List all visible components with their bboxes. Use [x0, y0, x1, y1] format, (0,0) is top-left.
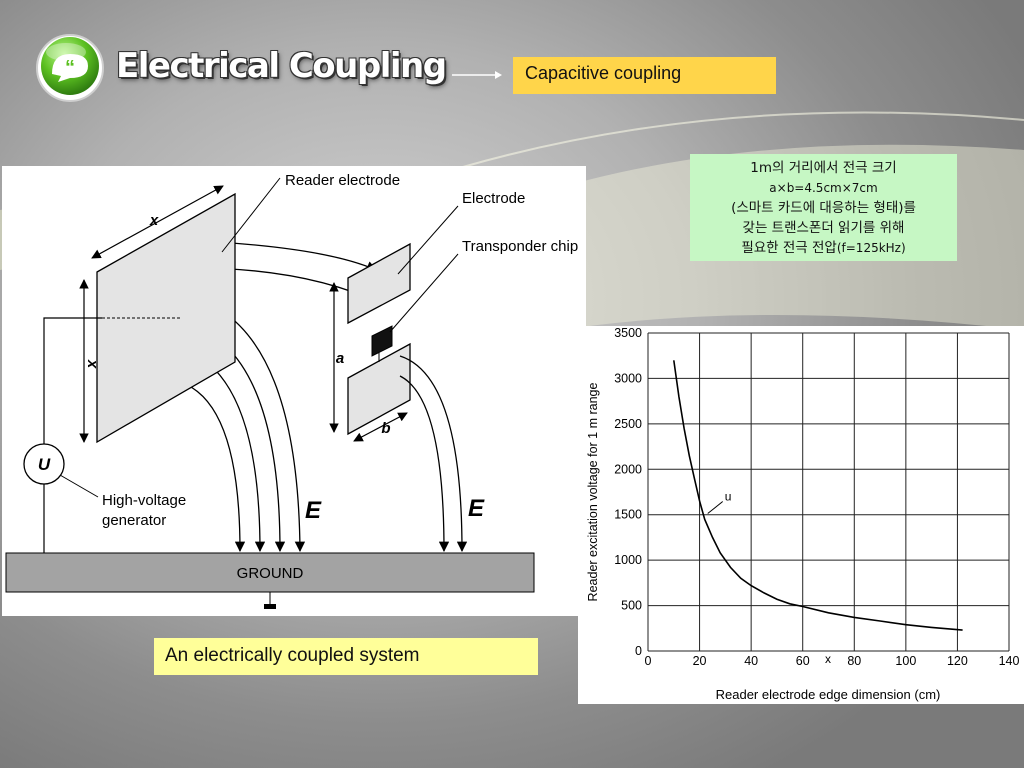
generator-wire-top [43, 317, 102, 444]
note-line-5: 필요한 전극 전압(f=125kHz) [696, 238, 951, 258]
y-tick-label: 3000 [614, 371, 642, 385]
series-label-u: u [725, 490, 732, 504]
dim-x-top-label: x [149, 212, 159, 229]
note-line-1: 1m의 거리에서 전극 크기 [750, 160, 897, 176]
field-label-e1: E [305, 497, 322, 524]
dimension-b [353, 412, 408, 442]
dim-x-left-label: x [84, 359, 101, 369]
field-line [399, 375, 450, 553]
series-line-u [673, 360, 963, 631]
x-tick-label: 100 [895, 654, 916, 668]
note-line-3: (스마트 카드에 대응하는 형태)를 [731, 200, 916, 216]
svg-text:“: “ [65, 57, 75, 79]
note-line-4: 갖는 트랜스폰더 읽기를 위해 [742, 220, 905, 236]
x-tick-label: 120 [947, 654, 968, 668]
x-axis-label: Reader electrode edge dimension (cm) [716, 687, 941, 702]
x-tick-label: 140 [999, 654, 1020, 668]
y-axis-label: Reader excitation voltage for 1 m range [586, 383, 600, 602]
coupling-diagram-svg: GROUND x x Reader electrode U High-volta… [5, 172, 578, 609]
x-tick-label: 60 [796, 654, 810, 668]
series-label-leader [707, 501, 724, 514]
ground-bar [5, 552, 535, 593]
system-caption-callout: An electrically coupled system [154, 638, 538, 675]
y-tick-label: 2500 [614, 417, 642, 431]
y-tick-label: 1500 [614, 508, 642, 522]
reader-electrode-label: Reader electrode [285, 172, 400, 189]
y-tick-label: 3500 [614, 326, 642, 340]
note-line-5-main: 필요한 전극 전압 [741, 240, 837, 256]
arrow-right-icon [452, 71, 502, 79]
voltage-source-icon [23, 443, 65, 485]
ground-label: GROUND [237, 565, 304, 582]
generator-label-line2: generator [102, 512, 166, 529]
ground-terminal-icon [264, 604, 276, 609]
dim-a-label: a [336, 350, 344, 367]
y-tick-label: 1000 [614, 553, 642, 567]
korean-caption-note: 1m의 거리에서 전극 크기 a×b=4.5cm×7cm (스마트 카드에 대응… [690, 154, 957, 261]
voltage-chart-panel: 0 20 40 60 80 100 120 140 0 500 1000 1500 2000 2500 30… [578, 326, 1024, 704]
generator-label-line1: High-voltage [102, 492, 186, 509]
speech-bubble-logo-icon: “ [36, 34, 104, 102]
x-tick-label: 40 [744, 654, 758, 668]
electrode-label: Electrode [462, 190, 525, 207]
voltage-chart-svg: 0 20 40 60 80 100 120 140 0 500 1000 1500 2000 2500 30… [586, 326, 1020, 702]
transponder-electrode-lower [347, 342, 411, 436]
coupled-system-diagram: GROUND x x Reader electrode U High-volta… [2, 166, 586, 616]
voltage-source-label: U [38, 455, 51, 474]
generator-leader [59, 474, 99, 498]
transponder-electrode-upper [347, 242, 411, 325]
slide-title: Electrical Coupling [116, 46, 447, 86]
x-tick-label: 80 [847, 654, 861, 668]
field-label-e2: E [468, 495, 485, 522]
note-line-2: a×b=4.5cm×7cm [769, 181, 878, 195]
field-line [399, 355, 468, 553]
y-tick-label: 2000 [614, 462, 642, 476]
x-tick-label: 20 [693, 654, 707, 668]
x-variable-label: x [825, 652, 831, 666]
dim-b-label: b [381, 420, 390, 437]
y-tick-label: 0 [635, 644, 642, 658]
capacitive-coupling-callout: Capacitive coupling [513, 57, 776, 94]
transponder-chip-label: Transponder chip [462, 238, 578, 255]
dimension-x-top [91, 185, 224, 259]
x-tick-label: 0 [645, 654, 652, 668]
note-line-5-suffix: (f=125kHz) [836, 241, 906, 255]
y-tick-label: 500 [621, 599, 642, 613]
transponder-chip-icon [371, 325, 393, 357]
reader-electrode-leader [221, 177, 281, 253]
electrode-leader [397, 205, 459, 275]
field-line [179, 381, 246, 553]
chip-leader [389, 253, 459, 333]
